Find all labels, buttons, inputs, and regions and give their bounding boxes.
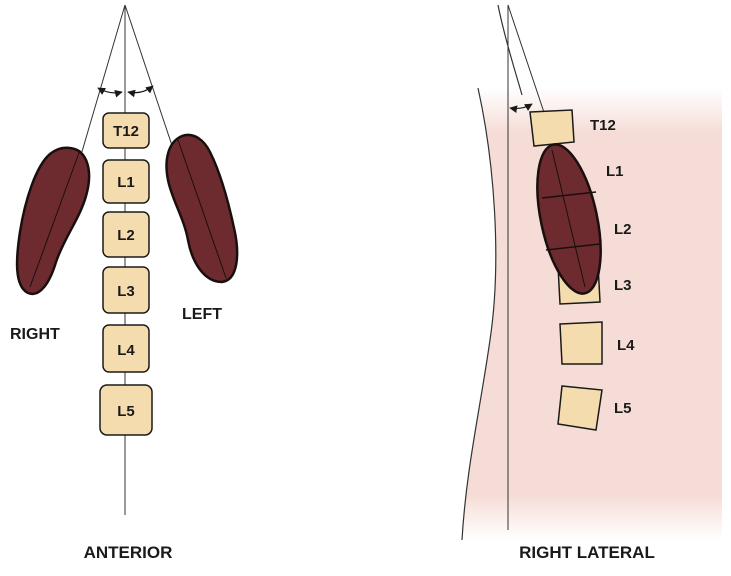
- anterior-vertebra-label: L4: [117, 342, 135, 359]
- anterior-vertebra-label: L2: [117, 227, 135, 244]
- anterior-vertebra-label: L1: [117, 174, 135, 191]
- lateral-vertebra-l5: [558, 386, 602, 430]
- anterior-vertebra-l5: L5: [100, 385, 152, 435]
- anterior-vertebra-t12: T12: [103, 113, 149, 148]
- left-angle-arrow: [128, 86, 153, 93]
- left-label: LEFT: [182, 306, 222, 323]
- anterior-vertebra-label: L5: [117, 403, 135, 420]
- anterior-vertebra-label: L3: [117, 283, 135, 300]
- right-label: RIGHT: [10, 326, 60, 343]
- right-kidney: [17, 148, 89, 294]
- anterior-view: T12 L1 L2 L3 L4 L5 RIGHT LEFT ANTERIOR: [10, 5, 237, 562]
- lateral-label-t12: T12: [590, 117, 616, 134]
- lateral-caption: RIGHT LATERAL: [519, 543, 655, 562]
- lateral-label-l4: L4: [617, 337, 635, 354]
- body-silhouette: [462, 88, 722, 540]
- anterior-vertebra-l3: L3: [103, 267, 149, 313]
- lateral-label-l5: L5: [614, 400, 632, 417]
- lateral-label-l3: L3: [614, 277, 632, 294]
- lateral-vertebra-l4: [560, 322, 602, 364]
- back-outline-top: [498, 5, 522, 95]
- right-angle-arrow: [98, 88, 122, 93]
- lateral-label-l1: L1: [606, 163, 624, 180]
- anterior-vertebra-label: T12: [113, 123, 139, 140]
- anterior-caption: ANTERIOR: [84, 543, 173, 562]
- right-lateral-view: T12 L1 L2 L3 L4 L5 RIGHT LATERAL: [462, 5, 722, 562]
- anterior-vertebra-l2: L2: [103, 212, 149, 257]
- anterior-vertebra-l1: L1: [103, 160, 149, 203]
- lateral-label-l2: L2: [614, 221, 632, 238]
- lateral-vertebra-t12: [530, 110, 574, 146]
- anterior-vertebra-l4: L4: [103, 325, 149, 372]
